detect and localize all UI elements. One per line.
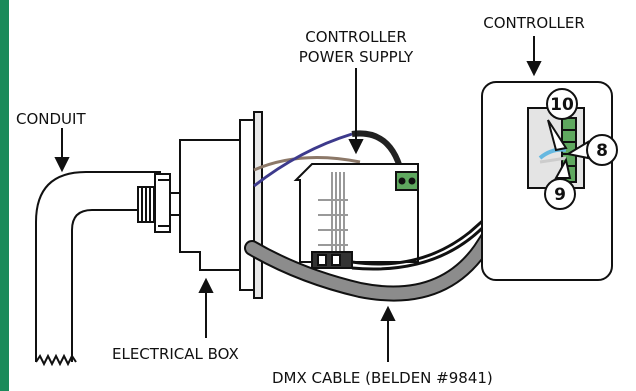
blue-wire <box>253 132 353 188</box>
terminal-wire-blue <box>538 147 567 160</box>
controller-label: CONTROLLER <box>483 14 585 32</box>
dmx-cable-label: DMX CABLE (BELDEN #9841) <box>272 369 493 387</box>
conduit-connector <box>137 173 183 233</box>
conduit-label: CONDUIT <box>16 110 86 128</box>
power-supply <box>293 163 419 269</box>
electrical-box-label: ELECTRICAL BOX <box>112 345 239 363</box>
electrical-box <box>179 111 263 299</box>
terminal-8-label: 8 <box>596 141 608 161</box>
terminal-10-label: 10 <box>550 95 574 115</box>
terminal-wire-white <box>539 156 567 164</box>
terminal-9-label: 9 <box>554 185 566 205</box>
terminal-10-marker: 10 <box>546 88 578 152</box>
brown-wire <box>253 156 361 172</box>
conduit <box>35 171 161 367</box>
terminal-8-marker: 8 <box>565 134 618 166</box>
power-supply-label-line2: POWER SUPPLY <box>299 48 414 66</box>
terminal-9-marker: 9 <box>544 157 576 210</box>
controller <box>481 81 613 281</box>
callout-arrows <box>54 36 542 362</box>
left-accent-bar <box>0 0 9 391</box>
power-supply-label-line1: CONTROLLER <box>305 28 407 46</box>
